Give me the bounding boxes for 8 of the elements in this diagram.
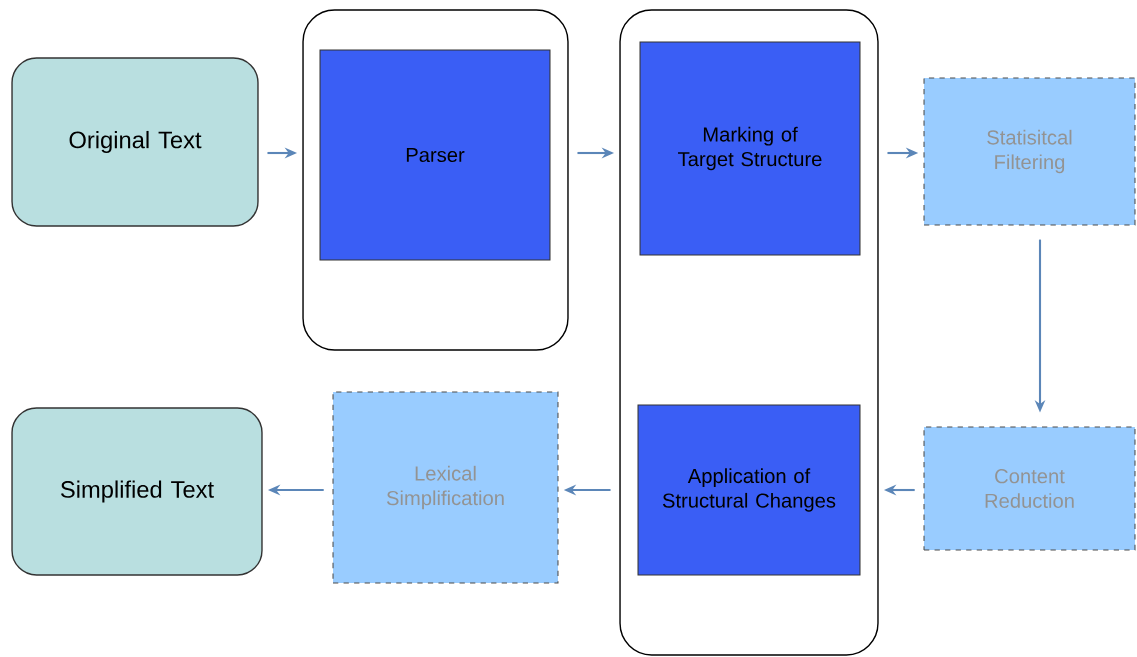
- process-box: Application of Structural Changes: [637, 404, 861, 576]
- terminal-box: Simplified Text: [11, 407, 263, 576]
- optional-step-box: Lexical Simplification: [332, 391, 559, 584]
- terminal-box: Original Text: [11, 57, 259, 227]
- process-box: Parser: [319, 49, 551, 261]
- process-box: Marking of Target Structure: [639, 41, 861, 256]
- optional-step-box: Content Reduction: [923, 426, 1136, 551]
- optional-step-box: Statisitcal Filtering: [923, 77, 1136, 226]
